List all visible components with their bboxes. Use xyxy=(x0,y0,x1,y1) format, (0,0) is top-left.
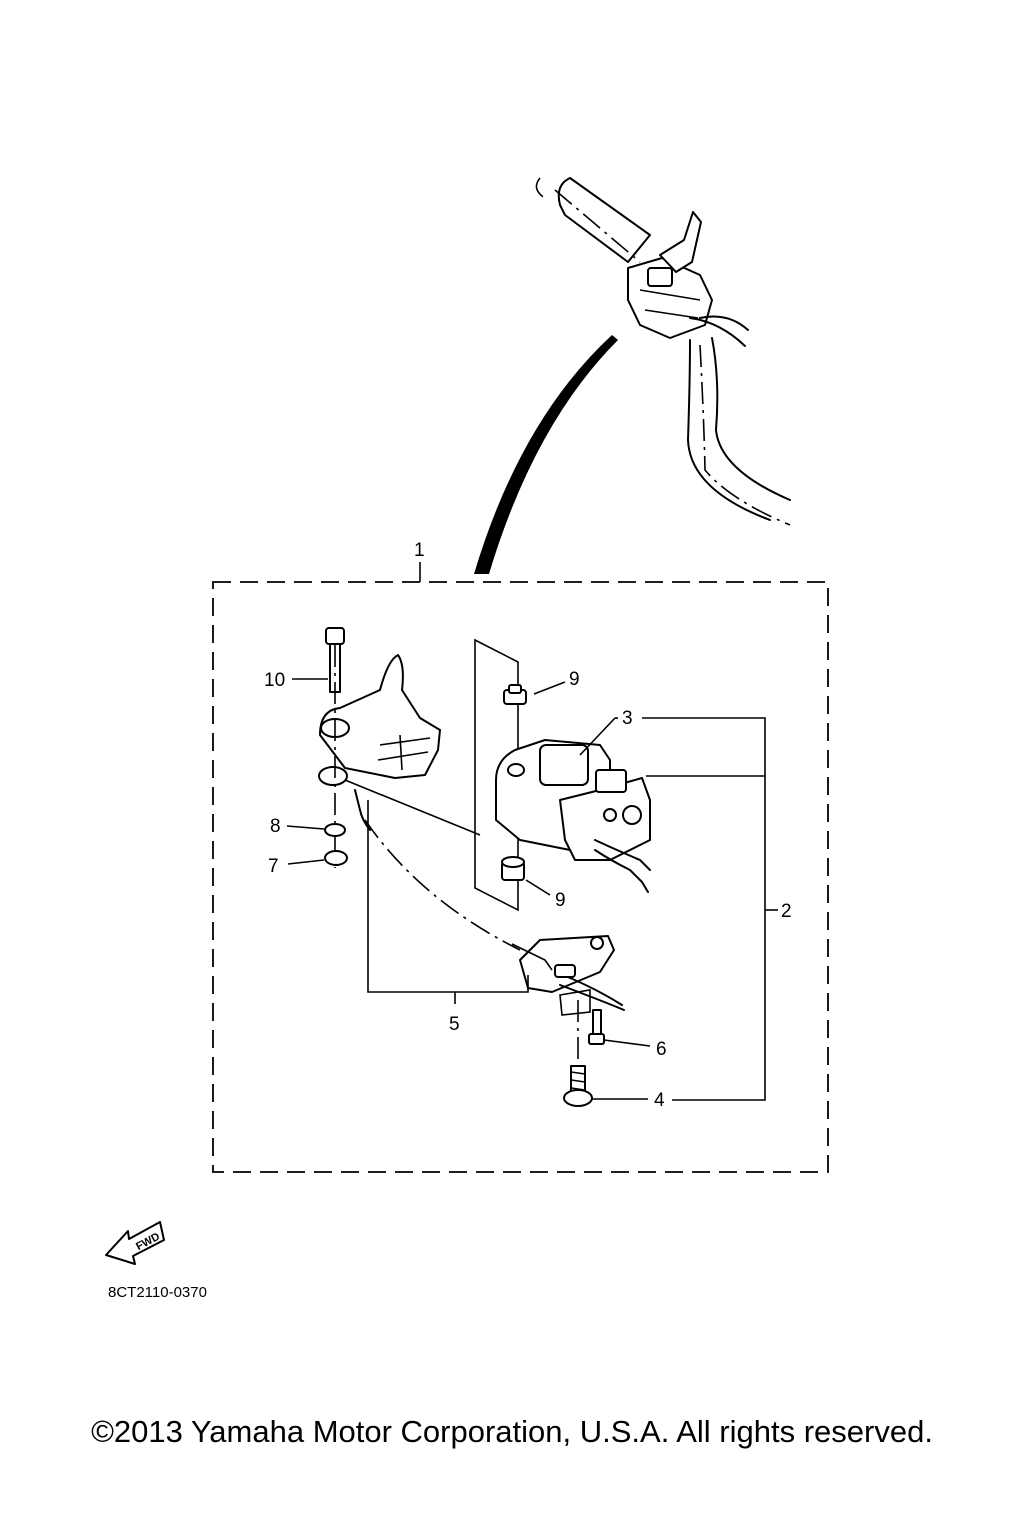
switch-button xyxy=(647,267,673,287)
sensor-assembly-5 xyxy=(511,935,625,1016)
callout-5: 5 xyxy=(449,1014,460,1035)
diagram-code: 8CT2110-0370 xyxy=(108,1284,207,1301)
callout-8: 8 xyxy=(270,816,281,837)
washer-8 xyxy=(324,823,346,837)
bolt-4 xyxy=(563,1065,593,1107)
copyright-notice: ©2013 Yamaha Motor Corporation, U.S.A. A… xyxy=(91,1414,933,1449)
screw-6 xyxy=(588,1009,605,1045)
lever-bracket xyxy=(318,645,441,868)
callout-7: 7 xyxy=(268,856,279,877)
callout-6: 6 xyxy=(656,1039,667,1060)
grommet-9-upper xyxy=(503,684,527,705)
callout-9-lower: 9 xyxy=(555,890,566,911)
callout-9-upper: 9 xyxy=(569,669,580,690)
handlebar-grip xyxy=(557,177,651,263)
callout-10: 10 xyxy=(264,670,285,691)
assembly-box xyxy=(212,581,829,1173)
mounting-plate xyxy=(474,638,519,912)
throttle-lever xyxy=(659,211,702,273)
handlebar-assembly xyxy=(535,177,791,526)
callout-4: 4 xyxy=(654,1090,665,1111)
grommet-9-lower xyxy=(501,856,525,881)
switch-assembly-3 xyxy=(495,739,651,893)
fwd-arrow-icon: FWD xyxy=(105,1221,165,1265)
callout-1: 1 xyxy=(414,540,425,561)
circlip-7 xyxy=(324,850,348,866)
callout-2: 2 xyxy=(781,901,792,922)
callout-3: 3 xyxy=(622,708,633,729)
assembly-leader xyxy=(474,335,618,574)
